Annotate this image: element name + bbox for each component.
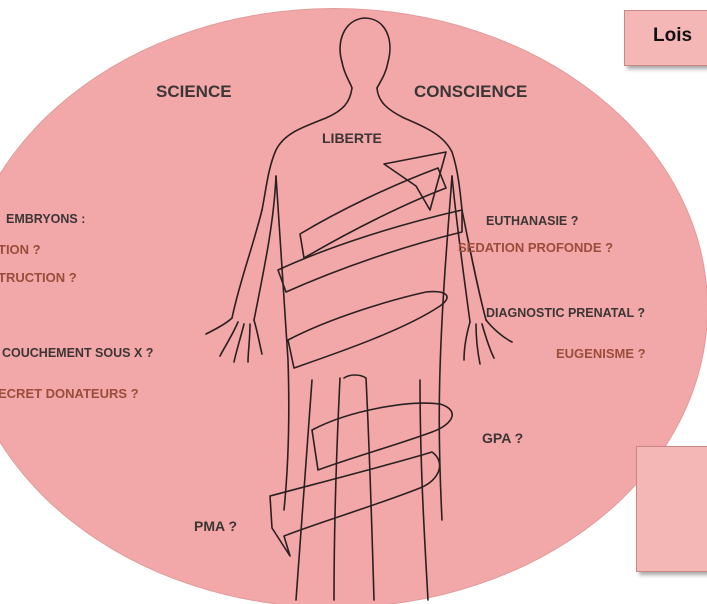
label-eugenisme: EUGENISME ? bbox=[556, 346, 646, 361]
label-liberte: LIBERTE bbox=[322, 130, 382, 146]
label-sedation: SEDATION PROFONDE ? bbox=[458, 240, 613, 255]
ribbon-band-3 bbox=[288, 292, 447, 368]
right-hand bbox=[464, 320, 512, 364]
empty-box bbox=[636, 446, 707, 572]
label-secret-donateurs: ECRET DONATEURS ? bbox=[0, 386, 139, 401]
torso-left bbox=[276, 176, 289, 510]
label-gpa: GPA ? bbox=[482, 430, 523, 446]
legs bbox=[296, 375, 428, 600]
torso-right bbox=[439, 176, 452, 520]
label-accouchement: COUCHEMENT SOUS X ? bbox=[2, 346, 153, 360]
ribbon-band-5 bbox=[270, 452, 440, 556]
label-embryons: EMBRYONS : bbox=[6, 212, 85, 226]
lois-box-text: Lois bbox=[653, 25, 692, 47]
ribbon-band-4 bbox=[312, 403, 452, 470]
label-conscience: CONSCIENCE bbox=[414, 82, 527, 102]
label-diagnostic: DIAGNOSTIC PRENATAL ? bbox=[486, 306, 645, 320]
left-hand bbox=[206, 318, 262, 362]
label-science: SCIENCE bbox=[156, 82, 232, 102]
right-arm bbox=[462, 210, 486, 320]
label-euthanasie: EUTHANASIE ? bbox=[486, 214, 578, 228]
label-embryons-line2: TRUCTION ? bbox=[0, 270, 77, 285]
lois-box: Lois bbox=[624, 10, 707, 66]
ribbon-band-1 bbox=[300, 168, 446, 258]
label-embryons-line1: TION ? bbox=[0, 242, 41, 257]
label-pma: PMA ? bbox=[194, 518, 237, 534]
